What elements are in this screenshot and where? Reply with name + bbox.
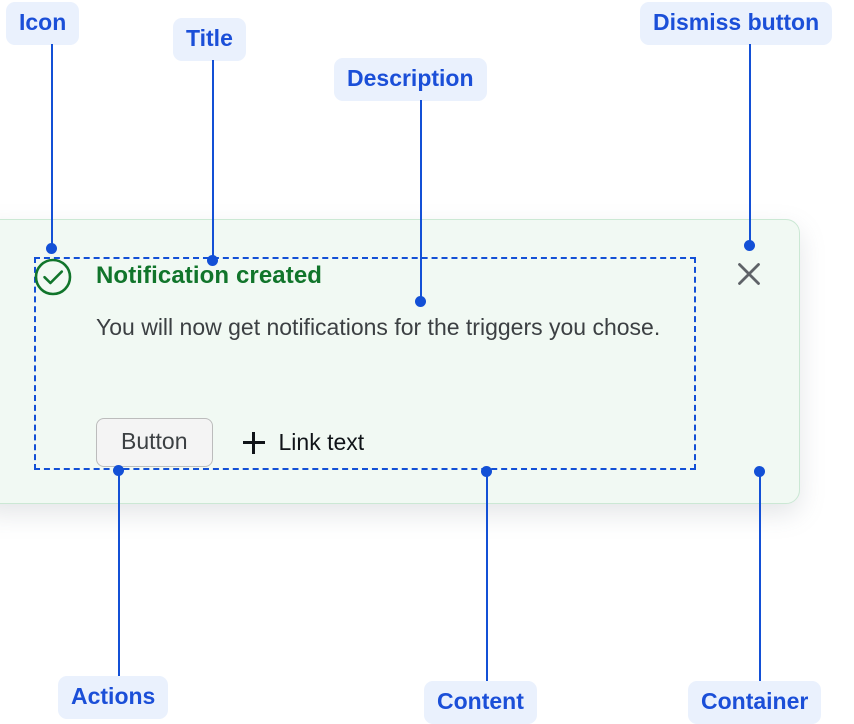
notification-description: You will now get notifications for the t… xyxy=(96,314,661,340)
success-check-circle-icon xyxy=(33,257,73,297)
annotation-dot-title xyxy=(207,255,218,266)
action-button[interactable]: Button xyxy=(96,418,213,468)
annotation-leader-content xyxy=(486,472,488,681)
annotation-chip-actions: Actions xyxy=(58,676,169,719)
annotation-dot-actions xyxy=(113,465,124,476)
annotation-leader-description xyxy=(420,100,422,300)
annotation-leader-icon xyxy=(51,44,53,248)
annotation-dot-content xyxy=(481,466,492,477)
notification-title: Notification created xyxy=(96,262,323,289)
annotation-dot-description xyxy=(415,296,426,307)
annotation-chip-container: Container xyxy=(688,681,822,724)
annotation-dot-icon xyxy=(46,243,57,254)
annotation-chip-title: Title xyxy=(173,18,246,61)
annotation-chip-description: Description xyxy=(334,58,487,101)
annotation-dot-dismiss xyxy=(744,240,755,251)
annotation-chip-icon: Icon xyxy=(6,2,80,45)
notification-actions: Button Link text xyxy=(96,418,365,468)
action-link[interactable]: Link text xyxy=(242,429,365,456)
action-link-label: Link text xyxy=(278,429,365,456)
annotation-chip-dismiss: Dismiss button xyxy=(640,2,833,45)
plus-icon xyxy=(242,431,265,454)
annotation-leader-title xyxy=(212,60,214,260)
annotation-leader-actions xyxy=(118,472,120,676)
content-region-outline xyxy=(34,257,696,470)
annotation-leader-container xyxy=(759,472,761,681)
annotation-chip-content: Content xyxy=(424,681,537,724)
annotation-dot-container xyxy=(754,466,765,477)
dismiss-button[interactable] xyxy=(733,258,765,290)
annotation-leader-dismiss xyxy=(749,44,751,244)
